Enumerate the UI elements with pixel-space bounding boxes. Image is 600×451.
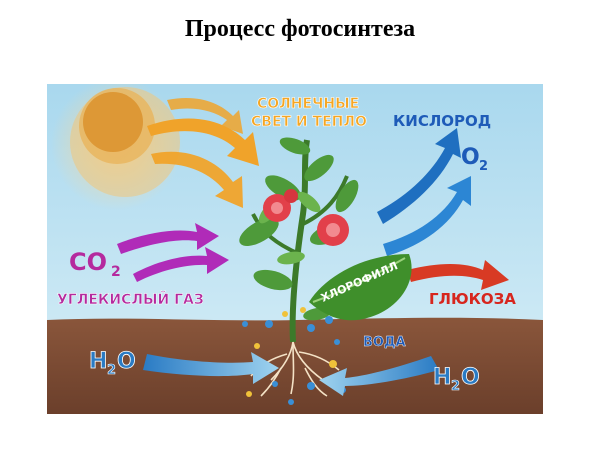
- flower-icon: [263, 189, 349, 246]
- h2o-formula-right: H 2 O: [433, 365, 481, 395]
- h2o-right-sub: 2: [451, 379, 460, 394]
- co2-arrows: [117, 223, 229, 282]
- soil: [47, 317, 543, 414]
- oxygen-formula: O 2: [461, 145, 488, 174]
- glucose-label: ГЛЮКОЗА: [429, 290, 516, 308]
- oxygen-formula-sub: 2: [479, 159, 488, 174]
- chlorophyll-leaf: ХЛОРОФИЛЛ: [309, 254, 412, 321]
- water-arrow-right: [319, 356, 439, 396]
- h2o-formula-left: H 2 O: [89, 349, 137, 379]
- h2o-left-h: H: [89, 349, 107, 374]
- sunlight-label-line2: СВЕТ И ТЕПЛО: [251, 114, 367, 130]
- sun-icon: [51, 84, 183, 210]
- page-title: Процесс фотосинтеза: [184, 16, 416, 42]
- sunlight-arrows: [147, 97, 259, 208]
- glucose-arrow: [407, 260, 509, 290]
- water-droplets: [242, 307, 346, 405]
- co2-formula-sub: 2: [111, 264, 121, 280]
- oxygen-arrows: [377, 128, 471, 256]
- co2-formula-main: CO: [69, 248, 107, 276]
- h2o-right-h: H: [433, 365, 451, 390]
- co2-name-label: УГЛЕКИСЛЫЙ ГАЗ: [57, 291, 204, 308]
- h2o-left-sub: 2: [107, 363, 116, 378]
- photosynthesis-diagram: ХЛОРОФИЛЛ СОЛНЕЧНЫЕ СВЕТ И ТЕПЛО КИСЛОРО…: [47, 84, 543, 414]
- h2o-left-o: O: [117, 349, 136, 374]
- water-label: ВОДА: [363, 335, 406, 350]
- oxygen-formula-main: O: [461, 145, 480, 170]
- h2o-right-o: O: [461, 365, 480, 390]
- co2-formula: CO 2: [69, 248, 121, 280]
- water-arrow-left: [143, 352, 279, 384]
- oxygen-label: КИСЛОРОД: [393, 112, 491, 130]
- sunlight-label-line1: СОЛНЕЧНЫЕ: [257, 96, 359, 112]
